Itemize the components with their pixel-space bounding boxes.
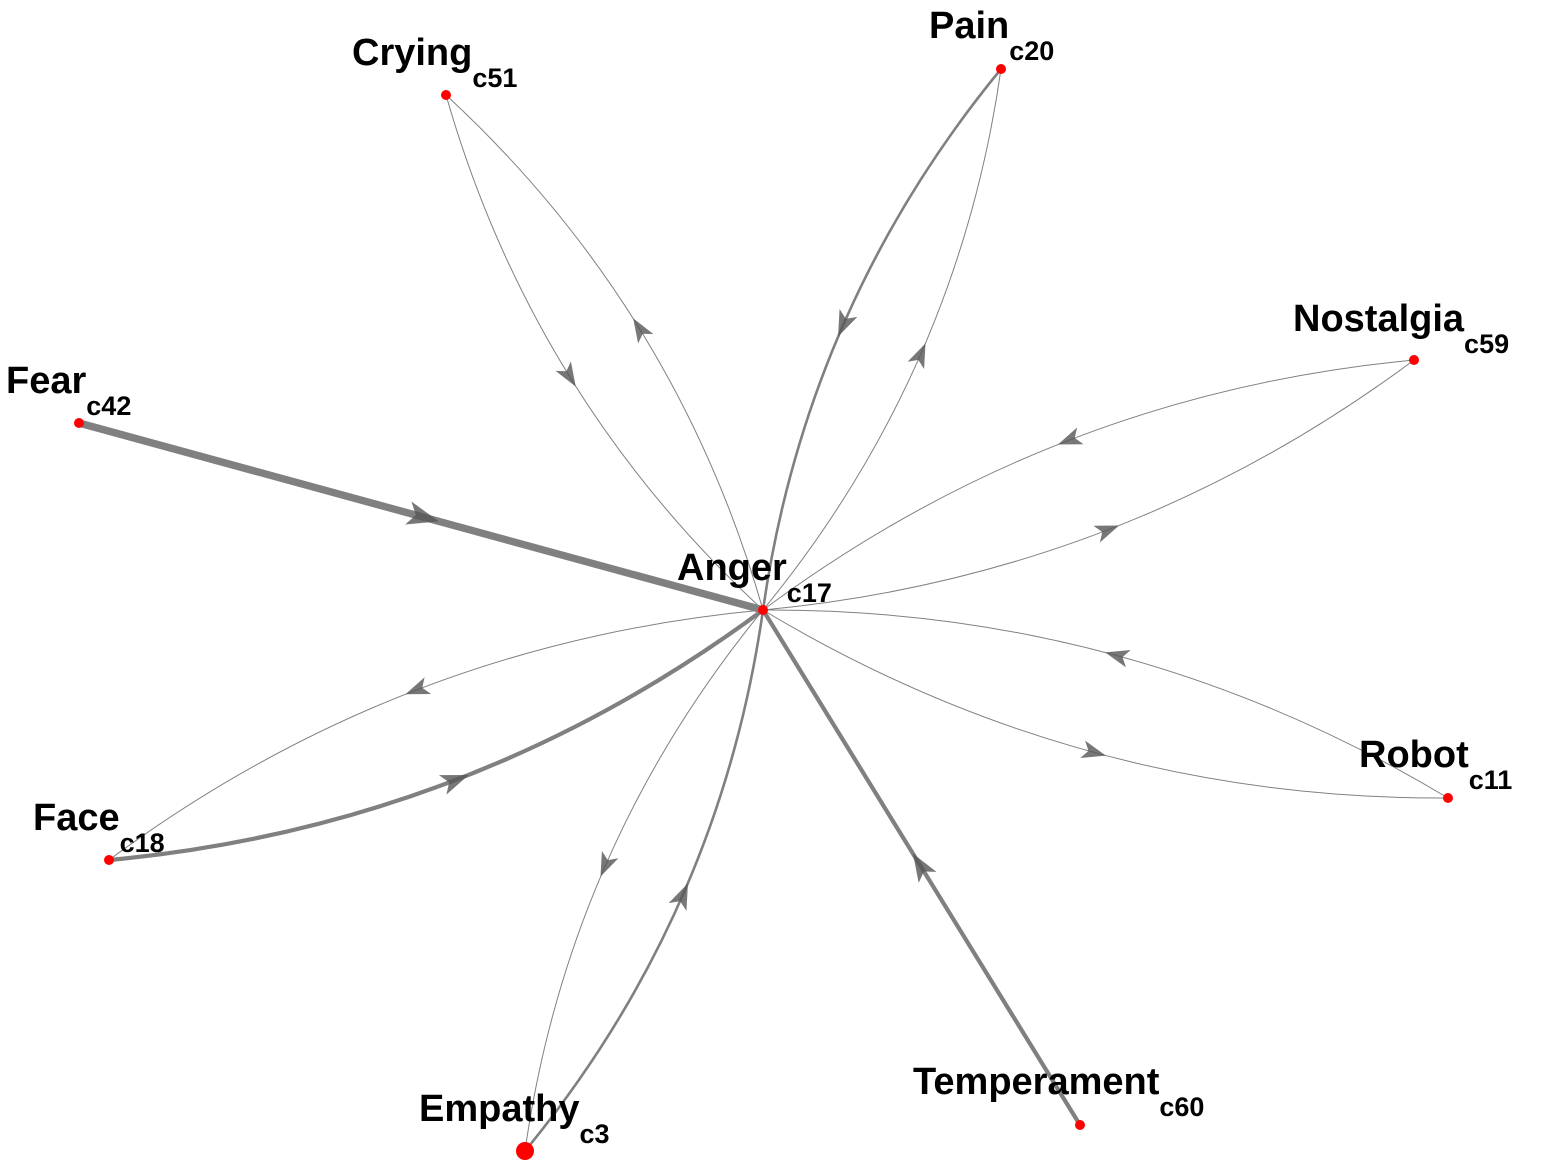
- node-label-temperament: Temperamentc60: [913, 1061, 1204, 1122]
- edge-crying-to-anger: [445, 94, 764, 611]
- node-label-anger: Angerc17: [677, 547, 832, 608]
- edge-arrow-icon: [1057, 427, 1084, 445]
- edge-nostalgia-to-anger: [762, 359, 1415, 611]
- edge-anger-to-nostalgia: [762, 359, 1415, 611]
- edge-anger-to-crying: [445, 94, 764, 611]
- edges-layer: [75, 67, 1449, 1153]
- node-nostalgia[interactable]: [1409, 355, 1419, 365]
- edge-arrow-icon: [838, 309, 858, 337]
- edge-arrow-icon: [405, 501, 439, 525]
- edge-empathy-to-anger: [523, 608, 765, 1153]
- edge-arrow-icon: [600, 851, 619, 877]
- node-label-fear: Fearc42: [6, 360, 131, 421]
- node-label-face: Facec18: [33, 797, 165, 858]
- edge-arrow-icon: [668, 883, 688, 911]
- node-label-pain: Painc20: [929, 5, 1054, 66]
- node-fear[interactable]: [74, 418, 84, 428]
- edge-arrow-icon: [1080, 740, 1106, 758]
- edge-arrow-icon: [1093, 525, 1120, 543]
- edge-anger-to-pain: [762, 68, 1002, 611]
- edge-arrow-icon: [438, 774, 469, 795]
- node-code: c3: [579, 1119, 609, 1149]
- node-label-nostalgia: Nostalgiac59: [1293, 298, 1509, 359]
- edge-line: [762, 359, 1415, 611]
- edge-pain-to-anger: [761, 67, 1003, 612]
- nodes-layer: [74, 64, 1453, 1160]
- edge-face-to-anger: [106, 607, 766, 863]
- node-name: Nostalgia: [1293, 298, 1465, 340]
- node-label-robot: Robotc11: [1359, 734, 1512, 795]
- edge-line: [762, 609, 1449, 799]
- node-name: Empathy: [419, 1088, 579, 1130]
- edge-fear-to-anger: [75, 419, 767, 614]
- edge-line: [761, 67, 1003, 612]
- edge-line: [108, 609, 764, 861]
- edge-arrow-icon: [907, 343, 926, 369]
- node-temperament[interactable]: [1075, 1120, 1085, 1130]
- edge-line: [762, 609, 1449, 799]
- node-code: c20: [1009, 36, 1054, 66]
- labels-layer: Angerc17 Cryingc51 Painc20Nostalgiac59Fear…: [6, 5, 1512, 1149]
- node-name: Crying: [352, 32, 472, 74]
- node-name: Anger: [677, 547, 787, 589]
- edge-arrow-icon: [912, 853, 937, 883]
- node-code: c51: [472, 63, 517, 93]
- edge-anger-to-robot: [762, 609, 1449, 799]
- edge-arrow-icon: [555, 361, 576, 387]
- node-code: c59: [1464, 329, 1509, 359]
- node-name: Fear: [6, 360, 86, 402]
- edge-arrow-icon: [405, 677, 432, 695]
- node-code: c18: [120, 828, 165, 858]
- node-label-empathy: Empathyc3: [419, 1088, 610, 1149]
- node-crying[interactable]: [441, 90, 451, 100]
- edge-line: [762, 68, 1002, 611]
- edge-line: [106, 607, 766, 863]
- node-name: Face: [33, 797, 120, 839]
- node-code: c17: [787, 578, 832, 608]
- node-name: Pain: [929, 5, 1009, 47]
- node-empathy[interactable]: [516, 1142, 534, 1160]
- node-face[interactable]: [104, 855, 114, 865]
- edge-line: [762, 359, 1415, 611]
- edge-arrow-icon: [633, 318, 654, 344]
- node-pain[interactable]: [996, 64, 1006, 74]
- node-code: c60: [1159, 1092, 1204, 1122]
- edge-anger-to-empathy: [524, 609, 764, 1152]
- edge-temperament-to-anger: [760, 607, 1083, 1128]
- node-anger[interactable]: [758, 605, 768, 615]
- edge-anger-to-face: [108, 609, 764, 861]
- edge-arrow-icon: [1105, 650, 1131, 668]
- node-name: Robot: [1359, 734, 1469, 776]
- node-code: c11: [1469, 765, 1513, 795]
- node-code: c42: [86, 391, 131, 421]
- node-robot[interactable]: [1443, 793, 1453, 803]
- node-label-crying: Cryingc51: [352, 32, 517, 93]
- edge-robot-to-anger: [762, 609, 1449, 799]
- node-name: Temperament: [913, 1061, 1160, 1103]
